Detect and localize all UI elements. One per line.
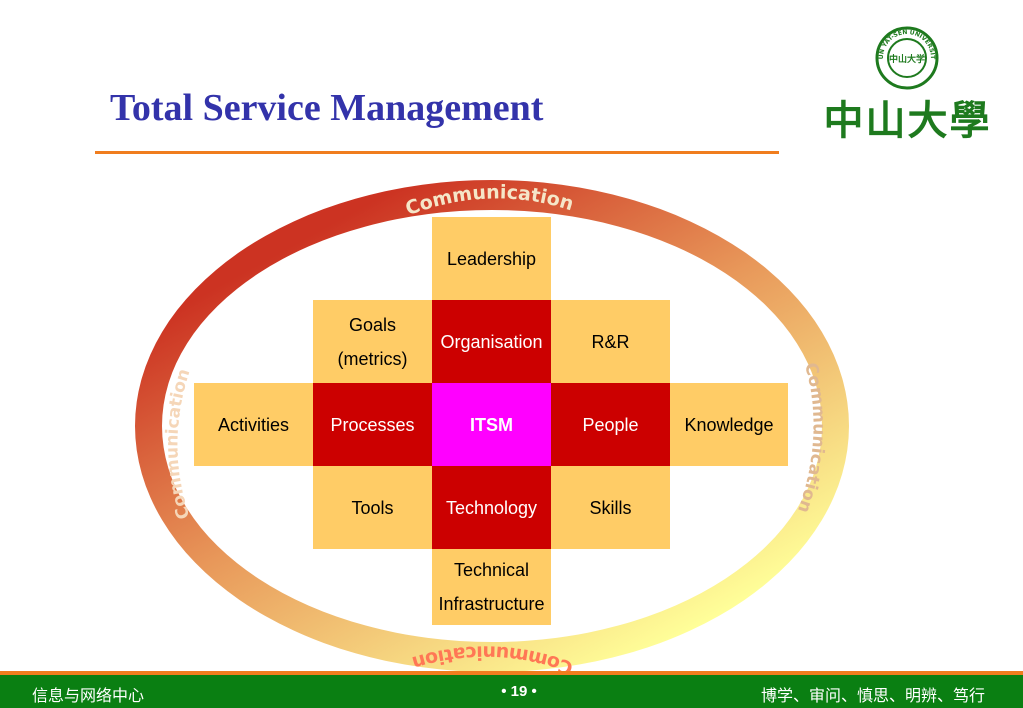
skills-label: Skills [589,497,632,518]
processes-label: Processes [330,414,415,435]
footer-department: 信息与网络中心 [32,688,145,705]
itsm-label: ITSM [470,414,513,435]
cell-organisation: Organisation [432,300,551,383]
cell-leadership: Leadership [432,217,551,300]
footer-bar: 信息与网络中心 • 19 • 博学、审问、慎思、明辨、笃行 [0,671,1023,708]
footer-motto: 博学、审问、慎思、明辨、笃行 [760,688,985,705]
cell-activities: Activities [194,383,313,466]
goals-metrics-label: (metrics) [337,348,408,369]
cell-processes: Processes [313,383,432,466]
footer-band: 信息与网络中心 • 19 • 博学、审问、慎思、明辨、笃行 [0,675,1023,708]
cell-skills: Skills [551,466,670,549]
cell-people: People [551,383,670,466]
leadership-label: Leadership [446,248,537,269]
university-seal-icon: SUN YAT-SEN UNIVERSITY 中山大学 [820,24,939,90]
organisation-label: Organisation [440,331,543,352]
technology-label: Technology [445,497,538,518]
tools-label: Tools [351,497,394,518]
seal-inner-text: 中山大学 [889,53,925,65]
knowledge-label: Knowledge [684,414,774,435]
slide-title: Total Service Management [110,87,544,129]
cell-itsm: ITSM [432,383,551,466]
cell-rr: R&R [551,300,670,383]
goals-label: Goals [348,314,397,335]
university-name: 中山大學 [823,97,992,144]
footer-accent-line [0,671,1023,675]
rr-label: R&R [591,331,630,352]
cell-technology: Technology [432,466,551,549]
university-logo: SUN YAT-SEN UNIVERSITY 中山大学 中山大學 [820,24,995,144]
title-divider [95,151,779,154]
people-label: People [582,414,639,435]
infrastructure-label: Infrastructure [438,594,545,614]
page-number: • 19 • [501,683,537,700]
cell-tools: Tools [313,466,432,549]
technical-label: Technical [453,560,530,580]
activities-label: Activities [217,414,289,435]
cell-goals: Goals (metrics) [313,300,432,383]
cell-knowledge: Knowledge [670,383,788,466]
